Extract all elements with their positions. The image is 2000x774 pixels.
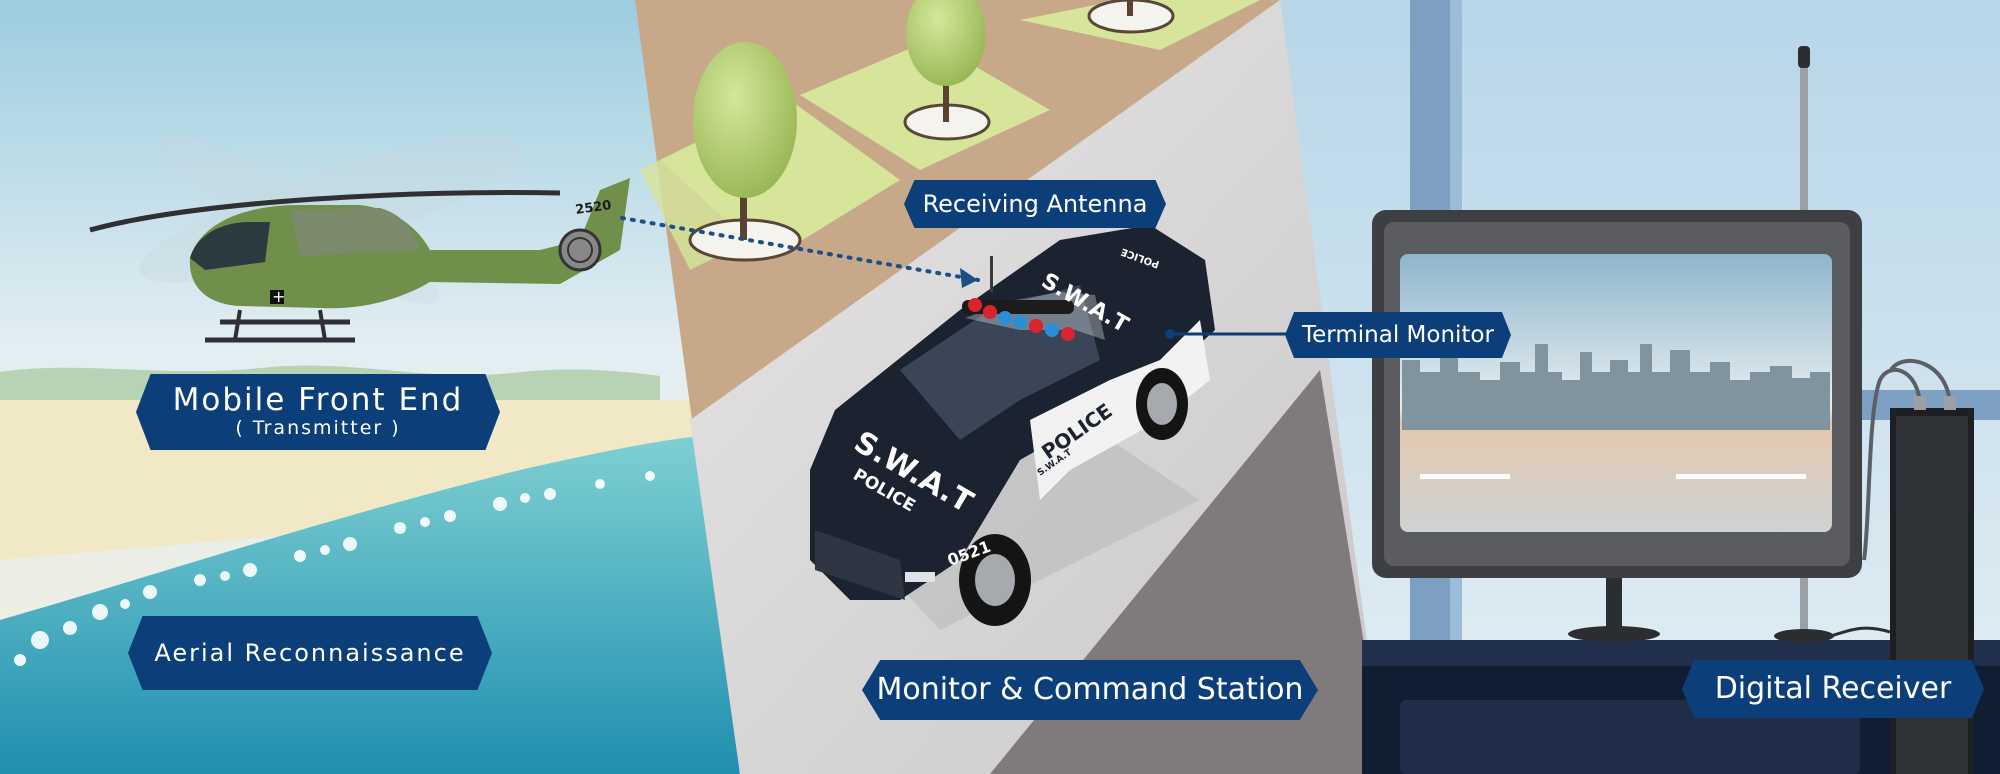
light-bar [962, 298, 1075, 341]
grass-patch [800, 40, 1050, 170]
tree-icon [688, 42, 802, 262]
signal-link-line [620, 216, 980, 282]
wave-foam [14, 471, 655, 666]
tail-number-text: 2520 [574, 198, 612, 218]
vehicle-antenna [990, 256, 993, 292]
terminal-monitor-label: Terminal Monitor [1285, 312, 1511, 358]
tree-icon [1087, 0, 1175, 34]
svg-text:+: + [272, 287, 285, 306]
terminal-leader-dot [1165, 329, 1175, 339]
aerial-recon-label: Aerial Reconnaissance [128, 616, 492, 690]
terminal-monitor-text: Terminal Monitor [1302, 322, 1494, 348]
transmitter-text: ( Transmitter ) [235, 417, 401, 439]
digital-receiver-text: Digital Receiver [1714, 671, 1952, 706]
police-suv-icon: S.W.A.T S.W.A.T POLICE POLICE S.W.A.T PO… [810, 225, 1215, 630]
aerial-recon-text: Aerial Reconnaissance [154, 639, 466, 667]
mobile-front-end-label: Mobile Front End ( Transmitter ) [136, 374, 500, 450]
receiving-antenna-text: Receiving Antenna [922, 190, 1148, 218]
digital-receiver-label: Digital Receiver [1682, 660, 1984, 718]
mobile-front-end-text: Mobile Front End [172, 382, 464, 418]
receiving-antenna-label: Receiving Antenna [904, 180, 1166, 228]
monitor-station-label: Monitor & Command Station [862, 660, 1318, 720]
monitor-icon [1372, 210, 1862, 642]
monitor-station-text: Monitor & Command Station [876, 672, 1304, 707]
helicopter-icon: + 2520 [89, 135, 630, 343]
tree-icon [903, 0, 991, 141]
signal-arrow-head [960, 268, 978, 288]
